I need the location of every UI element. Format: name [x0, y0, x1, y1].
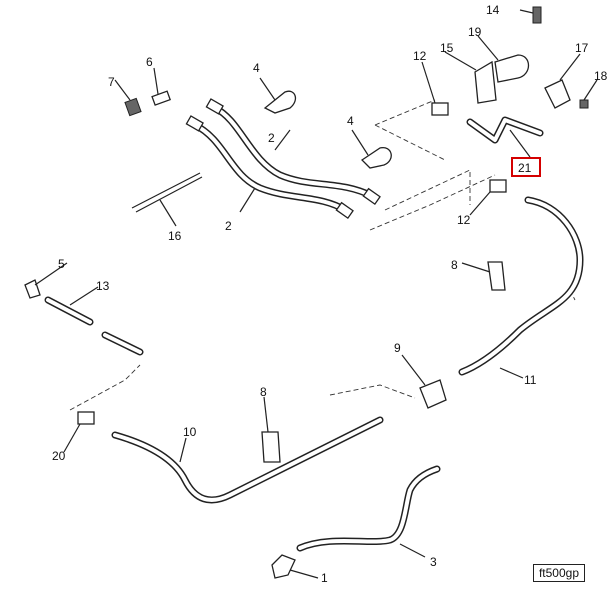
dashed-ref-box — [384, 169, 471, 211]
callout-10: 10 — [183, 425, 197, 439]
callout-8a: 8 — [451, 258, 458, 272]
part-16-cable-tie — [131, 172, 203, 213]
part-8-bracket-upper — [487, 261, 506, 291]
callout-4b: 4 — [347, 114, 354, 128]
callout-16: 16 — [168, 229, 182, 243]
callout-20: 20 — [52, 449, 66, 463]
dashed-ref-mid — [374, 99, 446, 161]
callout-12b: 12 — [457, 213, 471, 227]
hose-2-upper — [211, 104, 376, 200]
callout-3: 3 — [430, 555, 437, 569]
highlight-box-21 — [511, 157, 541, 177]
callout-18: 18 — [594, 69, 608, 83]
figure-code: ft500gp — [533, 564, 585, 582]
part-6-fitting — [151, 90, 172, 106]
callout-8b: 8 — [260, 385, 267, 399]
part-18-fitting — [579, 99, 589, 109]
part-8-bracket-lower — [261, 431, 281, 463]
hose-11 — [458, 196, 584, 376]
dashed-ref-lower — [69, 364, 141, 411]
callout-11: 11 — [524, 373, 537, 387]
dashed-ref-left — [329, 384, 416, 399]
part-17-elbow — [544, 79, 571, 109]
hose-3 — [296, 465, 441, 552]
part-20-tee — [77, 411, 95, 425]
part-4-clamp-upper — [263, 90, 297, 114]
callout-12a: 12 — [413, 49, 427, 63]
part-4-clamp-lower — [360, 147, 392, 169]
part-14-screw — [532, 6, 542, 24]
part-12-tee-lower — [489, 179, 507, 193]
dashed-ref-upper — [369, 174, 496, 231]
callout-4a: 4 — [253, 61, 260, 75]
part-15-bracket — [474, 60, 497, 104]
hose-2-fitting-b — [185, 115, 204, 132]
leader-lines — [34, 9, 598, 579]
callout-2b: 2 — [225, 219, 232, 233]
callout-1: 1 — [321, 571, 328, 585]
hose-2-fitting-a — [205, 98, 224, 115]
part-9-tee — [419, 379, 447, 409]
callout-14: 14 — [486, 3, 500, 17]
callout-17: 17 — [575, 41, 589, 55]
callout-5: 5 — [58, 257, 65, 271]
hose-21 — [466, 116, 544, 144]
part-1-elbow — [271, 554, 296, 579]
hose-13 — [44, 296, 144, 356]
callout-13: 13 — [96, 279, 110, 293]
callout-19: 19 — [468, 25, 482, 39]
callout-6: 6 — [146, 55, 153, 69]
callout-21: 21 — [518, 161, 532, 175]
part-19-clamp — [494, 54, 530, 83]
part-7-fitting — [124, 97, 142, 117]
callout-2a: 2 — [268, 131, 275, 145]
callout-15: 15 — [440, 41, 454, 55]
hose-10 — [111, 416, 384, 504]
callout-7: 7 — [108, 75, 115, 89]
part-12-tee-upper — [431, 102, 449, 116]
hose-2-fitting-c — [362, 187, 381, 206]
callout-9: 9 — [394, 341, 401, 355]
hose-2-lower — [191, 121, 349, 214]
hose-2-fitting-d — [335, 201, 354, 220]
